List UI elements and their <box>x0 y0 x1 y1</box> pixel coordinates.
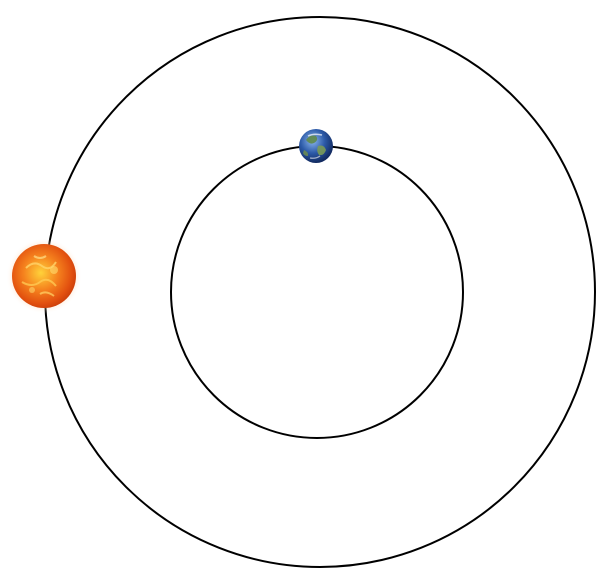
outer-orbit <box>44 16 596 568</box>
earth-icon <box>299 129 333 163</box>
inner-orbit <box>170 145 464 439</box>
sun-icon <box>6 238 82 314</box>
